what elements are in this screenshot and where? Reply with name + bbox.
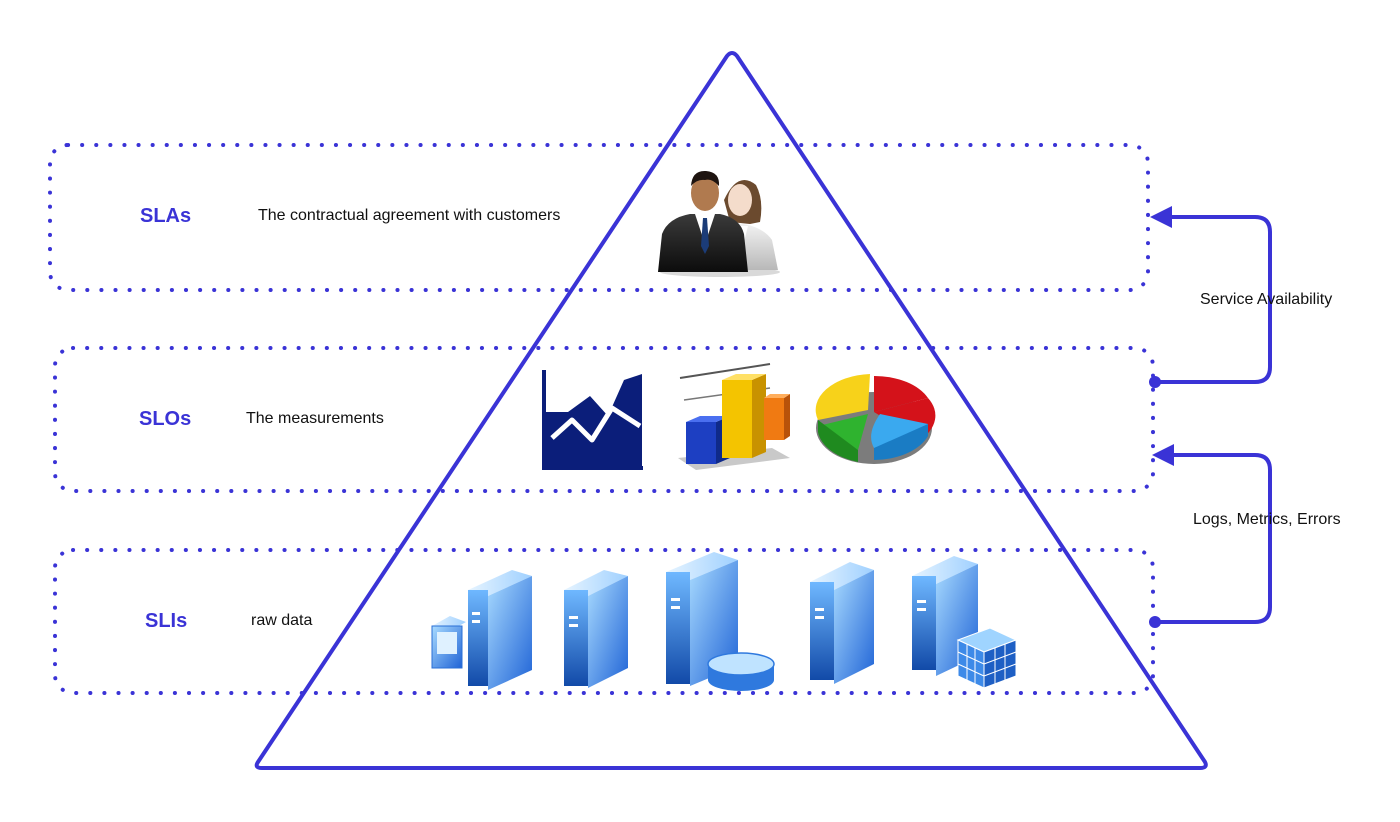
sla-tier-box (48, 143, 1150, 292)
server-database-icon (666, 552, 775, 691)
sli-tier-name: SLIs (145, 610, 188, 632)
service-availability-arrow (1149, 206, 1272, 388)
slo-tier-name: SLOs (139, 408, 192, 430)
server-monitor-icon (431, 570, 532, 690)
sla-tier-description: The contractual agreement with customers (258, 207, 561, 224)
sli-tier-description: raw data (251, 612, 313, 629)
service-availability-label: Service Availability (1200, 291, 1333, 308)
slo-tier-description: The measurements (246, 410, 384, 427)
logs-metrics-errors-arrow (1149, 444, 1272, 628)
sla-tier-name: SLAs (140, 205, 192, 227)
pie-chart-icon (815, 374, 936, 464)
area-chart-icon (542, 370, 643, 470)
pyramid-triangle (254, 51, 1208, 770)
logs-metrics-errors-label: Logs, Metrics, Errors (1193, 511, 1341, 528)
server-icon (810, 562, 874, 684)
business-people-icon (658, 170, 780, 277)
server-grid-icon (912, 556, 1018, 689)
bar-chart-icon (678, 363, 790, 470)
slo-tier-box (53, 346, 1155, 493)
server-icon (564, 570, 628, 688)
